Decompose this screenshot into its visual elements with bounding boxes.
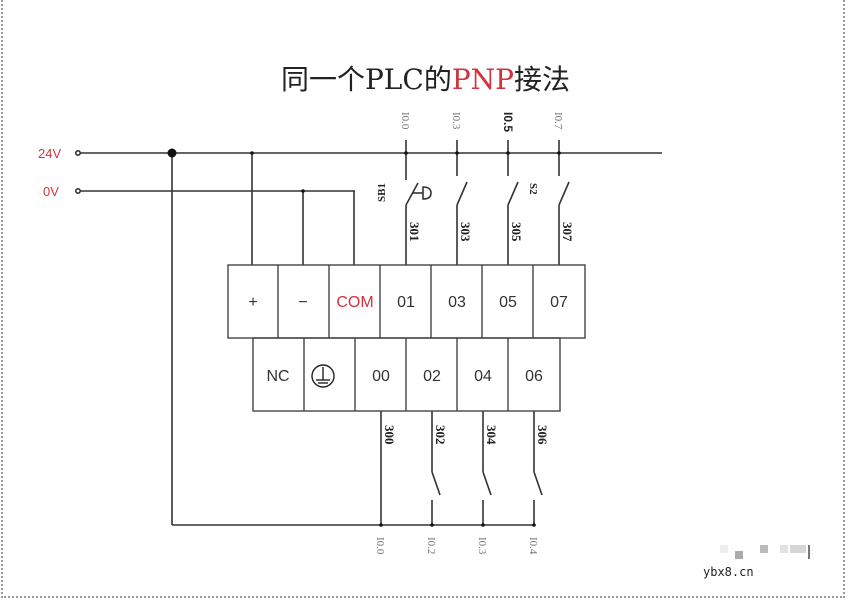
bottom-switch-304 <box>482 411 492 525</box>
wire-number-307: 307 <box>560 222 575 242</box>
junction-dots <box>167 148 561 527</box>
wire-number-303: 303 <box>458 222 473 242</box>
cell-03: 03 <box>448 294 466 311</box>
top-switch-1 <box>405 140 432 265</box>
wire-number-304: 304 <box>484 425 499 445</box>
title-highlight: PNP <box>451 63 515 96</box>
top-io-label-1: I0.0 <box>399 112 411 130</box>
bottom-io-label-3: I0.3 <box>476 537 488 555</box>
cell-00: 00 <box>372 368 390 385</box>
bottom-switch-306 <box>533 411 543 525</box>
cell-02: 02 <box>423 368 441 385</box>
top-io-label-2: I0.3 <box>450 112 462 130</box>
bottom-io-label-1: I0.0 <box>374 537 386 555</box>
wire-number-305: 305 <box>509 222 524 242</box>
top-io-label-3: I0.5 <box>501 112 515 132</box>
top-io-label-4: I0.7 <box>552 112 564 130</box>
terminal-0v-icon <box>75 188 82 195</box>
wire-number-302: 302 <box>433 425 448 445</box>
title-suffix: 接法 <box>514 63 571 96</box>
cell-plus: + <box>248 294 257 311</box>
cell-nc: NC <box>266 368 289 385</box>
watermark-text: ybx8.cn <box>703 565 754 579</box>
top-switch-2 <box>456 140 468 265</box>
switch-label-sb1: SB1 <box>376 183 388 202</box>
label-24v: 24V <box>38 146 61 161</box>
wire-number-300: 300 <box>382 425 397 445</box>
bottom-io-label-2: I0.2 <box>425 537 437 554</box>
cell-04: 04 <box>474 368 492 385</box>
top-switch-3 <box>507 140 519 265</box>
cell-01: 01 <box>397 294 415 311</box>
wire-number-306: 306 <box>535 425 550 445</box>
switch-label-s2: S2 <box>527 183 539 195</box>
title-prefix: 同一个PLC的 <box>280 63 452 96</box>
terminal-24v-icon <box>75 150 82 157</box>
cell-07: 07 <box>550 294 568 311</box>
wire-number-301: 301 <box>407 222 422 242</box>
cell-minus: − <box>298 294 307 311</box>
diagram-title: 同一个PLC的PNP接法 <box>0 58 851 98</box>
bottom-io-label-4: I0.4 <box>527 537 539 555</box>
watermark-blur <box>690 545 810 561</box>
cell-com: COM <box>336 294 373 311</box>
cell-05: 05 <box>499 294 517 311</box>
ground-icon <box>311 364 335 388</box>
terminal-bottom-row <box>252 337 561 412</box>
bottom-switch-302 <box>431 411 441 525</box>
label-0v: 0V <box>43 184 59 199</box>
top-switch-4 <box>558 140 570 265</box>
cell-06: 06 <box>525 368 543 385</box>
